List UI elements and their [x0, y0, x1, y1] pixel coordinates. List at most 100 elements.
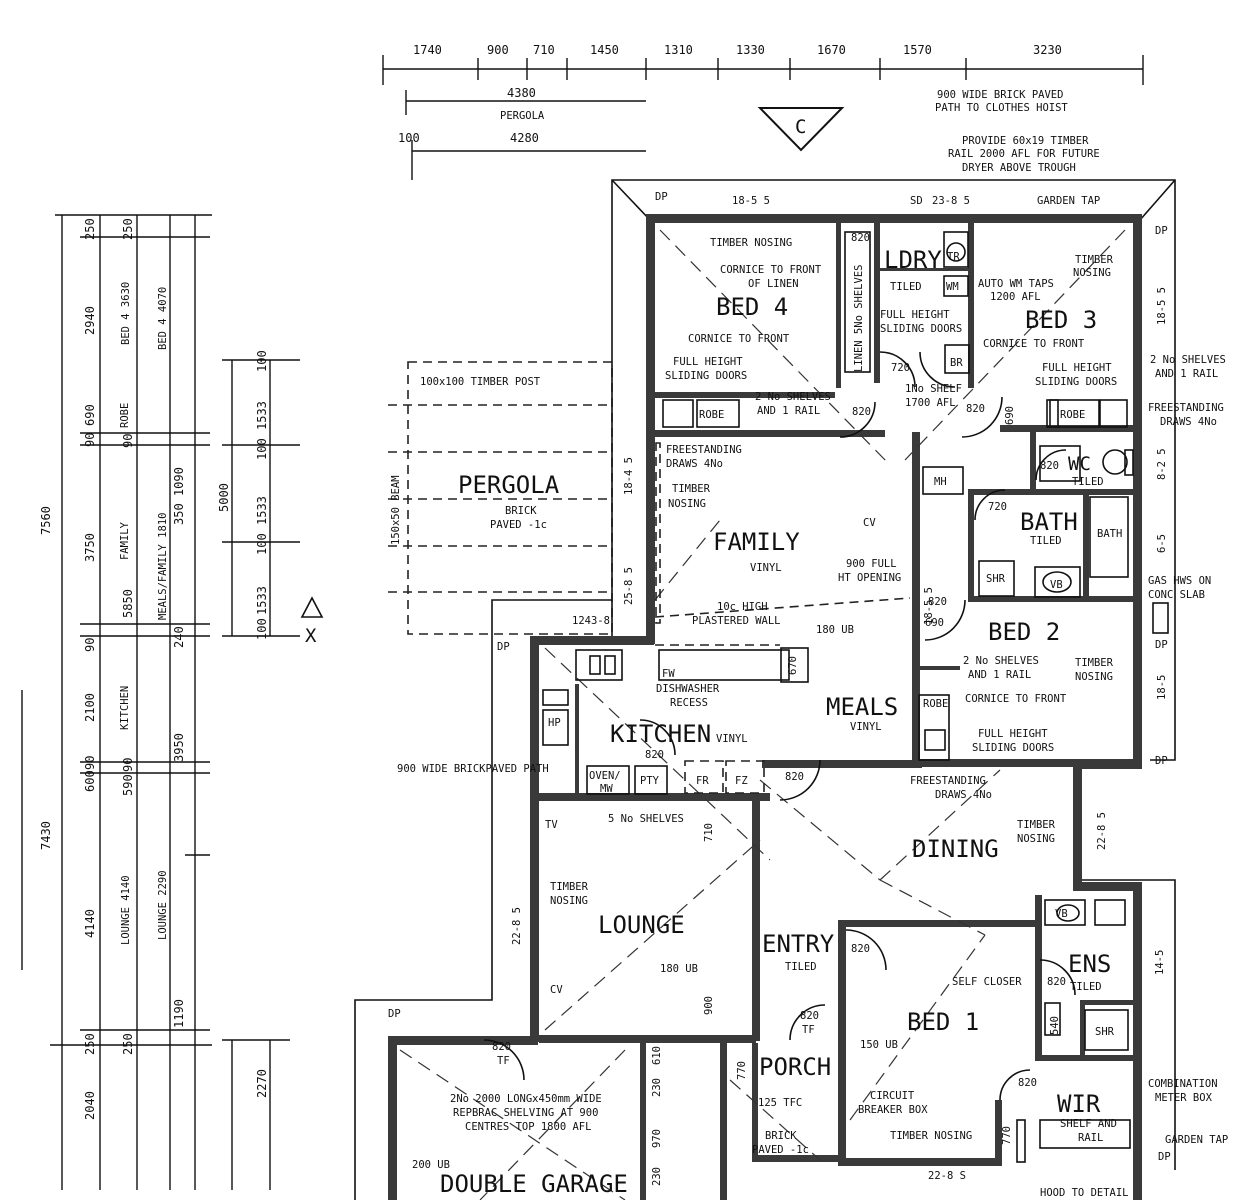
svg-text:DP: DP — [655, 191, 668, 203]
svg-text:610: 610 — [651, 1046, 663, 1065]
svg-text:690: 690 — [925, 617, 944, 629]
room-ldry: LDRY — [884, 246, 942, 274]
top-dim-4: 1450 — [590, 43, 619, 57]
svg-text:3750: 3750 — [83, 533, 97, 562]
svg-text:OF LINEN: OF LINEN — [748, 278, 799, 290]
svg-text:TILED: TILED — [785, 961, 817, 973]
svg-text:MH: MH — [934, 476, 947, 488]
svg-text:820: 820 — [928, 596, 947, 608]
svg-text:X: X — [305, 625, 317, 647]
svg-text:2940: 2940 — [83, 306, 97, 335]
svg-text:BRICK: BRICK — [505, 505, 537, 517]
svg-text:FR: FR — [696, 775, 709, 787]
svg-text:HT OPENING: HT OPENING — [838, 572, 901, 584]
svg-text:90: 90 — [121, 758, 135, 772]
svg-text:820: 820 — [1047, 976, 1066, 988]
svg-text:SLIDING DOORS: SLIDING DOORS — [880, 323, 962, 335]
top-dim-7: 1670 — [817, 43, 846, 57]
svg-text:1200 AFL: 1200 AFL — [990, 291, 1041, 303]
svg-text:720: 720 — [891, 362, 910, 374]
svg-text:540: 540 — [1049, 1016, 1061, 1035]
svg-text:TILED: TILED — [1072, 476, 1104, 488]
svg-text:DP: DP — [1155, 755, 1168, 767]
svg-text:5 No SHELVES: 5 No SHELVES — [608, 813, 684, 825]
svg-text:6-5: 6-5 — [1156, 534, 1168, 553]
svg-text:GARDEN TAP: GARDEN TAP — [1165, 1134, 1228, 1146]
svg-text:CORNICE TO FRONT: CORNICE TO FRONT — [688, 333, 790, 345]
svg-text:770: 770 — [736, 1061, 748, 1080]
svg-text:230: 230 — [651, 1078, 663, 1097]
svg-text:DISHWASHER: DISHWASHER — [656, 683, 720, 695]
svg-text:600: 600 — [83, 770, 97, 792]
svg-text:820: 820 — [800, 1010, 819, 1022]
svg-text:200 UB: 200 UB — [412, 1159, 450, 1171]
svg-text:MW: MW — [600, 783, 613, 795]
svg-text:900: 900 — [703, 996, 715, 1015]
svg-text:TILED: TILED — [890, 281, 922, 293]
svg-text:90: 90 — [83, 433, 97, 447]
svg-text:230: 230 — [651, 1167, 663, 1186]
svg-text:DP: DP — [1158, 1151, 1171, 1163]
svg-text:250: 250 — [121, 1033, 135, 1055]
svg-text:25-8 5: 25-8 5 — [623, 567, 635, 605]
svg-text:1533: 1533 — [255, 401, 269, 430]
svg-text:TIMBER: TIMBER — [1075, 254, 1114, 266]
svg-text:PROVIDE 60x19 TIMBER: PROVIDE 60x19 TIMBER — [962, 135, 1089, 147]
section-marker-c: C — [757, 107, 845, 152]
svg-text:SLIDING DOORS: SLIDING DOORS — [1035, 376, 1117, 388]
svg-text:180 UB: 180 UB — [816, 624, 854, 636]
svg-text:150 UB: 150 UB — [860, 1039, 898, 1051]
svg-text:710: 710 — [703, 823, 715, 842]
svg-text:PLASTERED WALL: PLASTERED WALL — [692, 615, 781, 627]
svg-text:22-8 5: 22-8 5 — [511, 907, 523, 945]
svg-text:820: 820 — [966, 403, 985, 415]
svg-text:SHR: SHR — [1095, 1026, 1115, 1038]
top-dim-2: 900 — [487, 43, 509, 57]
svg-text:TF: TF — [497, 1055, 510, 1067]
svg-text:820: 820 — [852, 406, 871, 418]
svg-text:820: 820 — [1018, 1077, 1037, 1089]
top-dim-pergola: PERGOLA — [500, 110, 545, 122]
svg-text:ROBE: ROBE — [923, 698, 948, 710]
svg-text:770: 770 — [1001, 1126, 1013, 1145]
svg-text:18-5 5: 18-5 5 — [923, 587, 935, 625]
section-marker-x: X — [300, 596, 324, 647]
svg-text:COMBINATION: COMBINATION — [1148, 1078, 1218, 1090]
svg-text:FZ: FZ — [735, 775, 748, 787]
room-family: FAMILY — [713, 528, 800, 556]
svg-text:SLIDING DOORS: SLIDING DOORS — [972, 742, 1054, 754]
svg-text:820: 820 — [851, 943, 870, 955]
room-bed1: BED 1 — [907, 1008, 979, 1036]
svg-text:90: 90 — [121, 434, 135, 448]
svg-text:900 WIDE BRICKPAVED PATH: 900 WIDE BRICKPAVED PATH — [397, 763, 549, 775]
svg-text:1190: 1190 — [172, 999, 186, 1028]
svg-text:SHELF AND: SHELF AND — [1060, 1118, 1117, 1130]
fixtures — [542, 231, 1169, 1163]
svg-text:820: 820 — [1040, 460, 1059, 472]
svg-text:22-8 S: 22-8 S — [928, 1170, 966, 1182]
svg-text:VINYL: VINYL — [716, 733, 748, 745]
svg-text:DRAWS 4No: DRAWS 4No — [666, 458, 723, 470]
svg-text:250: 250 — [83, 218, 97, 240]
svg-text:180 UB: 180 UB — [660, 963, 698, 975]
svg-text:18-4 5: 18-4 5 — [623, 457, 635, 495]
top-notes: 900 WIDE BRICK PAVED PATH TO CLOTHES HOI… — [935, 89, 1100, 174]
top-dimension-lines — [382, 55, 1144, 180]
svg-text:125 TFC: 125 TFC — [758, 1097, 802, 1109]
room-porch: PORCH — [759, 1053, 831, 1081]
svg-text:23-8 5: 23-8 5 — [932, 195, 970, 207]
svg-text:BED 4 4070: BED 4 4070 — [157, 287, 169, 350]
roof-hip-lines — [399, 229, 1126, 1200]
svg-text:VB: VB — [1055, 908, 1068, 920]
svg-text:2 No SHELVES: 2 No SHELVES — [755, 391, 831, 403]
svg-text:TIMBER NOSING: TIMBER NOSING — [890, 1130, 972, 1142]
svg-text:1533: 1533 — [255, 586, 269, 615]
svg-text:2No 2000 LONGx450mm WIDE: 2No 2000 LONGx450mm WIDE — [450, 1093, 602, 1105]
svg-text:SLIDING DOORS: SLIDING DOORS — [665, 370, 747, 382]
top-dim-1: 1740 — [413, 43, 442, 57]
top-dim-3: 710 — [533, 43, 555, 57]
svg-text:NOSING: NOSING — [668, 498, 706, 510]
svg-text:1No SHELF: 1No SHELF — [905, 383, 962, 395]
svg-text:FULL HEIGHT: FULL HEIGHT — [1042, 362, 1112, 374]
svg-text:TF: TF — [802, 1024, 815, 1036]
